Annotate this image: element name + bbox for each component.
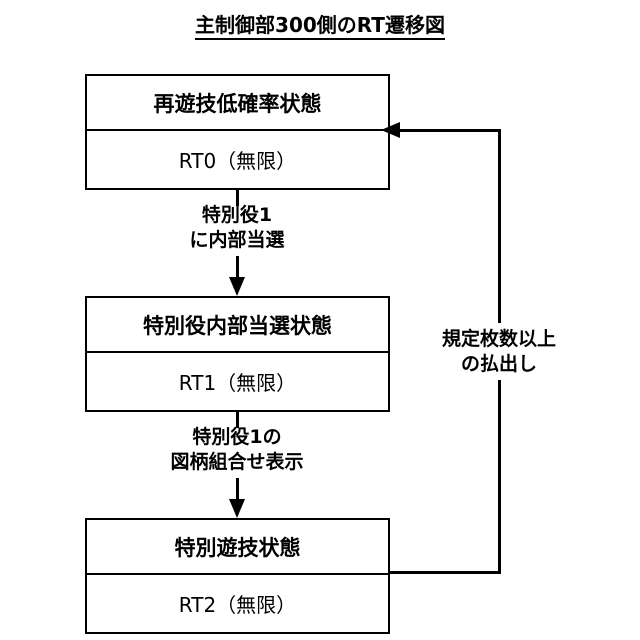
page-title-text: 主制御部300側のRT遷移図 bbox=[195, 13, 445, 40]
transition-label-t2-line2: 図柄組合せ表示 bbox=[170, 451, 304, 473]
transition-label-t1-line2: に内部当選 bbox=[189, 229, 285, 251]
state-name-row-rt0: 再遊技低確率状態 bbox=[87, 76, 388, 131]
transition-label-t1: 特別役1 に内部当選 bbox=[137, 203, 337, 253]
state-box-rt2: 特別遊技状態 RT2（無限） bbox=[85, 518, 390, 634]
transition-t1-arrowhead-icon bbox=[229, 277, 245, 296]
transition-label-t3: 規定枚数以上 の払出し bbox=[409, 327, 589, 377]
transition-t3-vertical-upper bbox=[498, 131, 501, 323]
transition-t1-stem-lower bbox=[236, 256, 239, 280]
state-rt-row-rt1: RT1（無限） bbox=[87, 353, 388, 410]
transition-t3-bottom-segment bbox=[389, 571, 501, 574]
transition-label-t1-line1: 特別役1 bbox=[201, 204, 273, 226]
transition-t3-arrowhead-icon bbox=[381, 122, 400, 138]
state-rt-label-rt2: RT2（無限） bbox=[178, 593, 297, 617]
state-rt-label-rt1: RT1（無限） bbox=[178, 371, 297, 395]
state-name-rt2: 特別遊技状態 bbox=[174, 535, 301, 560]
state-rt-row-rt2: RT2（無限） bbox=[87, 575, 388, 632]
transition-t3-vertical-lower bbox=[498, 380, 501, 572]
state-box-rt0: 再遊技低確率状態 RT0（無限） bbox=[85, 74, 390, 190]
state-box-rt1: 特別役内部当選状態 RT1（無限） bbox=[85, 296, 390, 412]
transition-label-t2-line1: 特別役1の bbox=[192, 426, 282, 448]
transition-label-t2: 特別役1の 図柄組合せ表示 bbox=[137, 425, 337, 475]
transition-t3-top-segment bbox=[398, 129, 501, 132]
state-rt-row-rt0: RT0（無限） bbox=[87, 131, 388, 188]
transition-t2-stem-lower bbox=[236, 478, 239, 502]
transition-t2-arrowhead-icon bbox=[229, 499, 245, 518]
transition-t1-stem-upper bbox=[236, 188, 239, 206]
transition-label-t3-line2: の払出し bbox=[460, 353, 537, 375]
state-name-row-rt1: 特別役内部当選状態 bbox=[87, 298, 388, 353]
transition-t2-stem-upper bbox=[236, 410, 239, 428]
state-name-row-rt2: 特別遊技状態 bbox=[87, 520, 388, 575]
page-title: 主制御部300側のRT遷移図 bbox=[0, 9, 640, 40]
state-name-rt1: 特別役内部当選状態 bbox=[143, 313, 332, 338]
transition-label-t3-line1: 規定枚数以上 bbox=[441, 328, 556, 350]
state-name-rt0: 再遊技低確率状態 bbox=[153, 91, 322, 116]
state-rt-label-rt0: RT0（無限） bbox=[178, 149, 297, 173]
